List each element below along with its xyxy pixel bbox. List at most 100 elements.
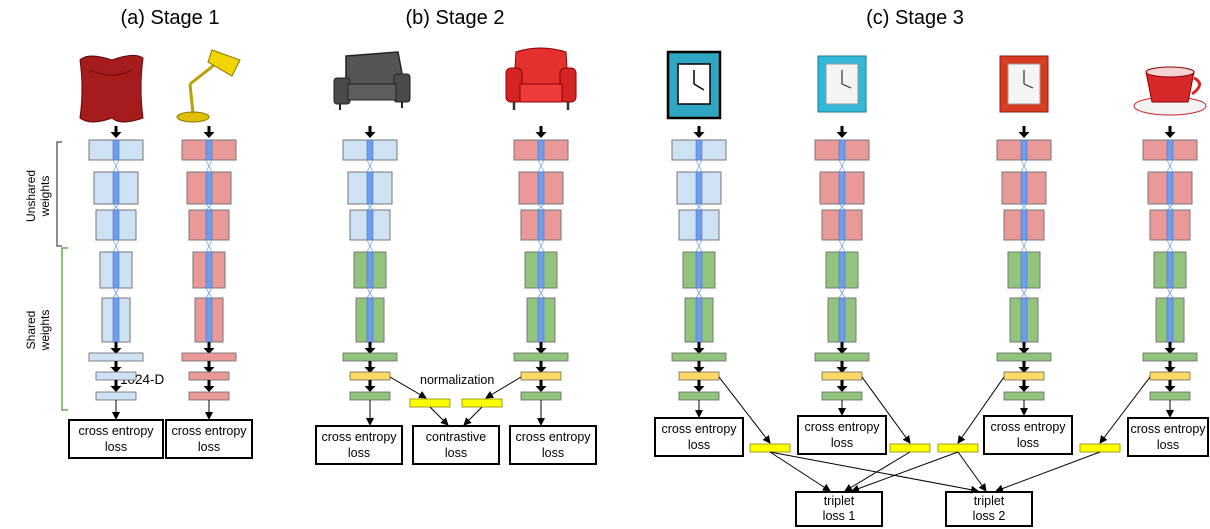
triplet-loss-1-line2: loss 1	[823, 509, 856, 523]
stage2-photo-link-b-2	[537, 203, 545, 211]
stage3-photo2-link-b-4	[1020, 287, 1028, 299]
stage3-sketch-fc-arrow-2-head	[693, 367, 705, 373]
stage1-photo-input-arrow-head	[203, 132, 215, 138]
stage3-photo3-normalized-embedding-in-arrow	[1099, 376, 1151, 444]
stage3-photo1-link-b-1	[838, 159, 846, 173]
stage1-photo-fc-layer	[181, 352, 237, 362]
stage3-photo1-fc-arrow-1-head	[836, 348, 848, 354]
stage1-sketch-conv-core-4	[112, 251, 120, 289]
loss-label-line1: cross entropy	[321, 430, 397, 444]
stage2-sketch-conv-core-3	[366, 209, 374, 241]
stage3-photo1-fc-arrow-2-head	[836, 367, 848, 373]
stage1-photo-embedding-layer	[188, 371, 230, 381]
sketch-clock-image	[666, 50, 722, 120]
stage3-photo2-normalized-embedding-in-arrow	[957, 376, 1005, 444]
stage2-norm-photo-to-contrastive-arrow	[463, 406, 483, 426]
stage1-sketch-conv-core-3	[112, 209, 120, 241]
stage2-sketch-to-norm-arrow	[389, 376, 427, 399]
stage2-sketch-embedding-layer	[349, 371, 391, 381]
stage1-sketch-link-b-2	[112, 203, 120, 211]
stage1-sketch-ce-loss: cross entropy loss	[68, 419, 164, 459]
stage2-sketch-fc-arrow-1-head	[364, 348, 376, 354]
stage2-norm-sketch-to-contrastive-arrow	[429, 406, 449, 426]
loss-boxes: cross entropy loss cross entropy loss cr…	[68, 415, 1209, 527]
stage3-photo1-classifier-layer	[821, 391, 863, 401]
triplet-loss-2-line1: triplet	[974, 494, 1005, 508]
photo1-to-triplet1-arrow	[844, 451, 911, 492]
stage1-photo-conv-core-3	[205, 209, 213, 241]
stage2-photo-link-b-1	[537, 159, 545, 173]
stage3-photo3-ce-loss: cross entropy loss	[1127, 417, 1209, 457]
stage3-photo3-link-b-3	[1166, 239, 1174, 253]
stage3-sketch-link-b-1	[695, 159, 703, 173]
loss-label-line2: loss	[688, 438, 710, 452]
stage2-sketch-link-b-1	[366, 159, 374, 173]
photo3-to-triplet2-arrow	[995, 451, 1101, 493]
photo2-to-triplet1-arrow	[851, 451, 959, 493]
loss-label-line1: cross entropy	[804, 420, 880, 434]
stage3-photo2-embedding-layer	[1003, 371, 1045, 381]
stage3-photo2-fc-arrow-2-head	[1018, 367, 1030, 373]
stage3-photo2-input-arrow-head	[1018, 132, 1030, 138]
stage3-photo3-link-b-1	[1166, 159, 1174, 173]
stage3-photo2-link-b-2	[1020, 203, 1028, 211]
stage3-photo1-conv-core-2	[838, 171, 846, 205]
loss-label-line1: cross entropy	[1130, 422, 1206, 436]
stage3-sketch-ce-loss: cross entropy loss	[654, 417, 744, 457]
stage3-photo3-fc-arrow-3-head	[1164, 386, 1176, 392]
loss-label-line2: loss	[1017, 436, 1039, 450]
stage2-photo-link-b-4	[537, 287, 545, 299]
stage2-sketch-fc-layer	[342, 352, 398, 362]
loss-label-line1: cross entropy	[515, 430, 591, 444]
stage1-photo-conv-core-4	[205, 251, 213, 289]
stage3-photo3-conv-core-3	[1166, 209, 1174, 241]
stage3-sketch-conv-core-3	[695, 209, 703, 241]
stage2-photo-to-norm-arrow	[485, 376, 522, 399]
stage2-photo-classifier-layer	[520, 391, 562, 401]
shared-label-line2: weights	[38, 310, 52, 352]
stage-3-title: (c) Stage 3	[866, 7, 964, 29]
stage2-photo-fc-arrow-1-head	[535, 348, 547, 354]
stage3-sketch-conv-core-5	[695, 297, 703, 343]
loss-label-line2: loss	[542, 446, 564, 460]
stage3-sketch-fc-arrow-1-head	[693, 348, 705, 354]
stage2-photo-conv-core-3	[537, 209, 545, 241]
stage2-photo-normalized-embedding	[461, 398, 503, 408]
network-layers	[88, 126, 1198, 494]
stage3-photo3-fc-arrow-2-head	[1164, 367, 1176, 373]
stage3-photo2-fc-layer	[996, 352, 1052, 362]
stage3-sketch-link-b-2	[695, 203, 703, 211]
stage3-sketch-fc-arrow-3-head	[693, 386, 705, 392]
stage3-photo1-normalized-embedding-in-arrow	[861, 376, 911, 444]
stage1-photo-conv-core-2	[205, 171, 213, 205]
stage1-sketch-link-b-3	[112, 239, 120, 253]
stage3-photo2-conv-core-2	[1020, 171, 1028, 205]
loss-label-line1: contrastive	[426, 430, 486, 444]
desk-lamp-image	[176, 49, 241, 123]
stage3-photo2-conv-core-4	[1020, 251, 1028, 289]
stage3-photo2-conv-core-1	[1020, 139, 1028, 161]
stage1-sketch-classifier-layer	[95, 391, 137, 401]
stage1-photo-link-b-2	[205, 203, 213, 211]
red-clock-image	[999, 55, 1049, 113]
stage3-photo1-conv-core-1	[838, 139, 846, 161]
stage1-photo-ce-loss: cross entropy loss	[165, 419, 253, 459]
stage2-sketch-conv-core-4	[366, 251, 374, 289]
normalization-label: normalization	[420, 373, 494, 387]
stage3-photo3-conv-core-1	[1166, 139, 1174, 161]
loss-label-line1: cross entropy	[990, 420, 1066, 434]
stage3-photo2-ce-loss: cross entropy loss	[983, 415, 1073, 455]
stage3-sketch-conv-core-2	[695, 171, 703, 205]
stage3-photo1-link-b-3	[838, 239, 846, 253]
stage3-photo3-fc-layer	[1142, 352, 1198, 362]
stage3-photo2-classifier-layer	[1003, 391, 1045, 401]
stage2-sketch-fc-arrow-2-head	[364, 367, 376, 373]
stage1-sketch-link-b-4	[112, 287, 120, 299]
stage-1-title: (a) Stage 1	[121, 7, 220, 29]
unshared-weights-bracket: Unshared weights	[24, 141, 62, 247]
sketch-to-triplet2-arrow	[769, 451, 979, 494]
stage3-photo1-link-b-2	[838, 203, 846, 211]
stage2-photo-conv-core-2	[537, 171, 545, 205]
stage2-sketch-conv-core-5	[366, 297, 374, 343]
